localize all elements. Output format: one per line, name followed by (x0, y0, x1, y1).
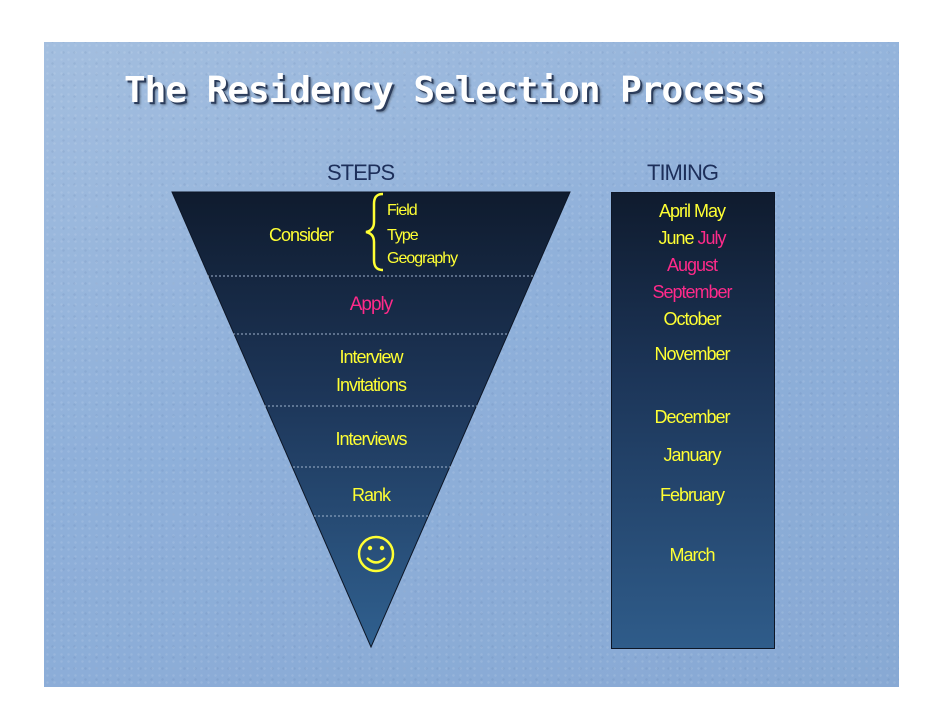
timing-december: December (654, 407, 730, 427)
consider-item-field: Field (387, 202, 418, 219)
funnel-shape (171, 191, 571, 649)
brace-icon (365, 192, 384, 272)
steps-header: STEPS (327, 160, 395, 185)
step-interviews: Interviews (335, 429, 407, 449)
consider-item-geography: Geography (387, 250, 458, 267)
step-interview-invitations-line1: Interview (339, 347, 403, 367)
step-interview-invitations-line2: Invitations (335, 375, 407, 395)
timing-september: September (652, 282, 732, 302)
timing-june-july: June July (658, 228, 727, 249)
consider-item-type: Type (387, 227, 419, 244)
timing-february: February (659, 485, 725, 505)
timing-march: March (669, 545, 715, 565)
smiley-face-icon (357, 535, 395, 573)
timing-july: July (697, 228, 727, 248)
timing-header: TIMING (647, 160, 719, 185)
timing-column (611, 192, 775, 649)
timing-april-may: April May (658, 201, 726, 221)
timing-october: October (663, 309, 721, 329)
timing-june: June (658, 228, 694, 248)
funnel-dividers (207, 275, 533, 517)
slide: The Residency Selection Process STEPS TI… (44, 42, 899, 687)
steps-funnel (171, 191, 571, 649)
slide-title: The Residency Selection Process (124, 70, 766, 111)
step-apply: Apply (349, 294, 394, 315)
timing-january: January (663, 445, 721, 465)
timing-november: November (654, 344, 730, 364)
step-rank: Rank (351, 485, 391, 505)
consider-label: Consider (269, 225, 334, 245)
timing-august: August (666, 255, 718, 275)
